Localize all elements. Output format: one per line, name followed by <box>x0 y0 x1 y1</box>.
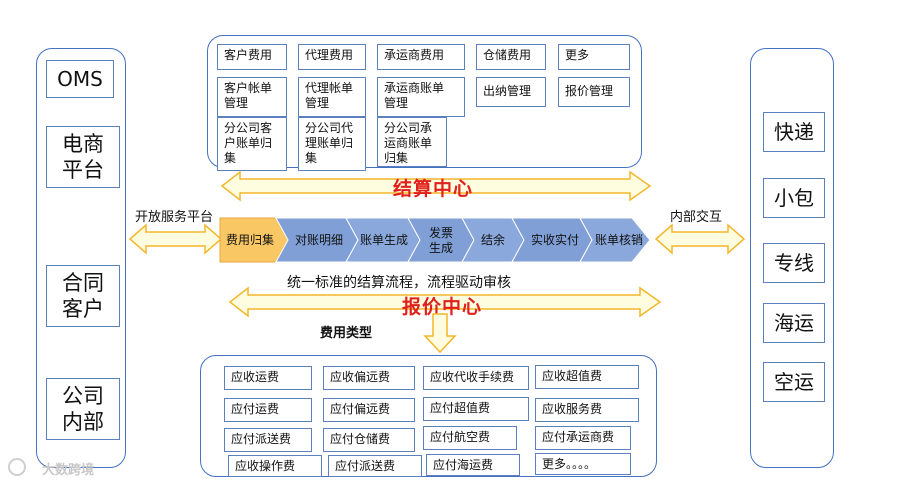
fee-receivable-service: 应收服务费 <box>535 398 639 422</box>
settle-quote-mgmt: 报价管理 <box>558 77 630 107</box>
settle-customer-bill-mgmt: 客户帐单 管理 <box>217 77 287 117</box>
fee-payable-delivery: 应付派送费 <box>224 428 312 452</box>
fee-payable-excess-value: 应付超值费 <box>423 397 529 421</box>
fee-payable-remote: 应付偏远费 <box>323 398 415 422</box>
watermark-logo-icon <box>8 458 26 476</box>
fee-receivable-operation: 应收操作费 <box>228 455 322 477</box>
settle-carrier-bill-mgmt: 承运商账单 管理 <box>377 77 465 117</box>
left-item-company-internal: 公司 内部 <box>46 378 120 440</box>
right-item-small-parcel: 小包 <box>763 178 825 218</box>
settle-agent-bill-mgmt: 代理帐单 管理 <box>298 77 366 117</box>
step-fee-collection: 费用归集 <box>225 232 274 247</box>
settle-warehouse-fee: 仓储费用 <box>476 44 546 70</box>
right-item-sea-freight: 海运 <box>763 303 825 343</box>
internal-interaction-label: 内部交互 <box>670 210 723 225</box>
step-balance: 结余 <box>480 232 505 247</box>
left-item-ecommerce: 电商 平台 <box>46 126 120 188</box>
watermark: 大数跨境 <box>42 463 95 478</box>
fee-payable-sea: 应付海运费 <box>426 454 520 476</box>
open-platform-label: 开放服务平台 <box>135 210 214 225</box>
settle-branch-carrier-bill: 分公司承 运商账单 归集 <box>377 117 447 167</box>
fee-types-label: 费用类型 <box>320 326 373 341</box>
settle-branch-customer-bill: 分公司客 户账单归 集 <box>217 117 287 171</box>
settle-branch-agent-bill: 分公司代 理账单归 集 <box>298 117 366 171</box>
right-item-express: 快递 <box>763 112 825 152</box>
settle-carrier-fee: 承运商费用 <box>377 44 465 70</box>
fee-payable-warehouse: 应付仓储费 <box>323 428 415 452</box>
fee-receivable-freight: 应收运费 <box>224 366 312 390</box>
fee-payable-air: 应付航空费 <box>423 426 517 450</box>
fee-payable-carrier: 应付承运商费 <box>535 426 631 450</box>
settle-agent-fee: 代理费用 <box>298 44 366 70</box>
step-bill-generation: 账单生成 <box>359 232 408 247</box>
step-invoice-generation: 发票 生成 <box>428 226 453 255</box>
fee-more: 更多。。。。 <box>535 453 631 475</box>
pricing-title: 报价中心 <box>402 296 483 318</box>
step-reconciliation-detail: 对账明细 <box>294 232 343 247</box>
step-bill-writeoff: 账单核销 <box>594 232 643 247</box>
settle-more: 更多 <box>558 44 630 70</box>
settle-cashier-mgmt: 出纳管理 <box>476 77 546 107</box>
right-item-dedicated-line: 专线 <box>763 243 825 283</box>
process-caption: 统一标准的结算流程，流程驱动审核 <box>287 275 511 291</box>
settlement-title: 结算中心 <box>393 178 474 200</box>
fee-receivable-cod-handling: 应收代收手续费 <box>423 366 529 390</box>
left-item-oms: OMS <box>46 60 114 98</box>
right-item-air-freight: 空运 <box>763 362 825 402</box>
fee-receivable-remote: 应收偏远费 <box>323 366 415 390</box>
fee-payable-freight: 应付运费 <box>224 398 312 422</box>
fee-payable-delivery-2: 应付派送费 <box>328 455 422 477</box>
fee-receivable-excess-value: 应收超值费 <box>535 365 639 389</box>
settle-customer-fee: 客户费用 <box>217 44 287 70</box>
step-actual-receipt-payment: 实收实付 <box>530 232 579 247</box>
left-item-contract-customer: 合同 客户 <box>46 265 120 327</box>
